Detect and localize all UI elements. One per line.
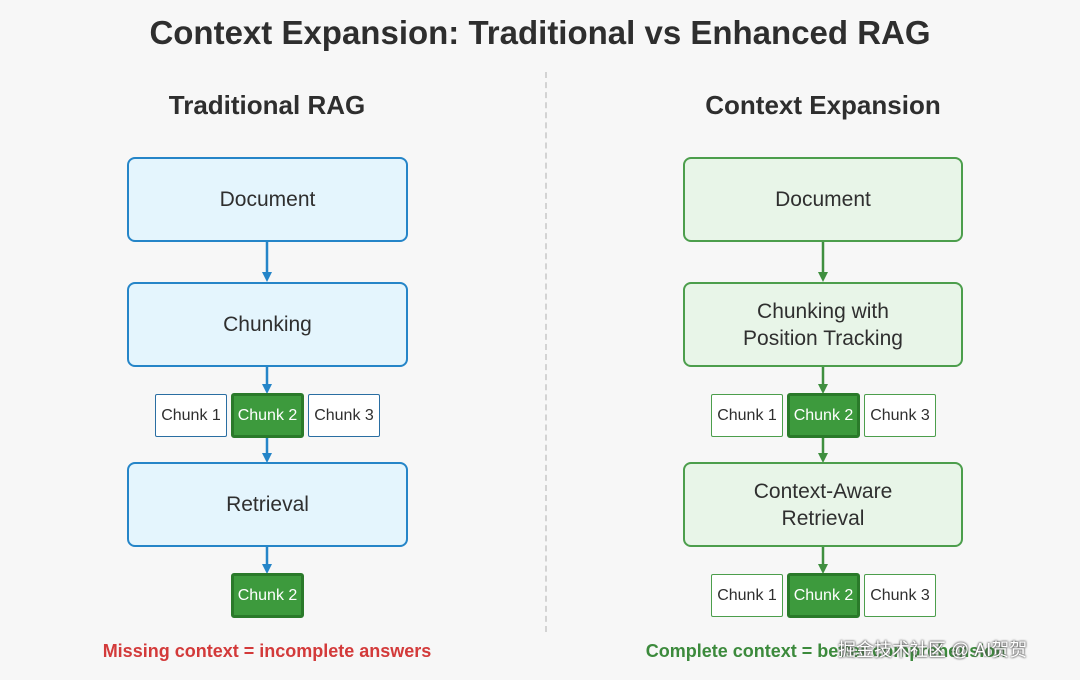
- retrieval-node-right-text: Context-Aware Retrieval: [754, 478, 893, 532]
- chunk-3-right: Chunk 3: [864, 394, 936, 437]
- retrieval-node-label: Retrieval: [226, 493, 309, 516]
- document-node-right-label: Document: [775, 188, 871, 211]
- chunk-1: Chunk 1: [155, 394, 227, 437]
- retrieval-node-right-line1: Context-Aware: [753, 479, 893, 503]
- retrieval-node-right-line2: Retrieval: [781, 506, 865, 530]
- chunking-node-label: Chunking: [223, 313, 312, 336]
- context-expansion-caption: Complete context = better comprehension: [645, 641, 1007, 661]
- context-aware-retrieval-node: Context-Aware Retrieval: [683, 462, 963, 547]
- chunk-2-selected: Chunk 2: [231, 393, 304, 438]
- chunking-node-right-text: Chunking with Position Tracking: [743, 298, 903, 352]
- context-expansion-heading: Context Expansion: [705, 90, 941, 120]
- chunk-1-right: Chunk 1: [711, 394, 783, 437]
- center-divider: [545, 72, 547, 632]
- traditional-caption: Missing context = incomplete answers: [102, 641, 432, 661]
- chunking-node: Chunking: [127, 282, 408, 367]
- retrieval-node: Retrieval: [127, 462, 408, 547]
- document-node-right: Document: [683, 157, 963, 242]
- chunking-with-position-tracking-node: Chunking with Position Tracking: [683, 282, 963, 367]
- chunking-node-right-line1: Chunking with: [757, 299, 889, 323]
- diagram-title: Context Expansion: Traditional vs Enhanc…: [149, 14, 931, 51]
- chunk-3: Chunk 3: [308, 394, 380, 437]
- chunking-node-right-line2: Position Tracking: [743, 326, 903, 350]
- result-chunk-1: Chunk 1: [711, 574, 783, 617]
- result-chunk-3: Chunk 3: [864, 574, 936, 617]
- chunk-2-right-selected: Chunk 2: [787, 393, 860, 438]
- document-node: Document: [127, 157, 408, 242]
- result-chunk-2: Chunk 2: [787, 573, 860, 618]
- traditional-rag-heading: Traditional RAG: [168, 90, 366, 120]
- retrieved-chunk-2: Chunk 2: [231, 573, 304, 618]
- document-node-label: Document: [219, 188, 316, 211]
- watermark: 掘金技术社区 @ AI贺贺: [838, 640, 1028, 660]
